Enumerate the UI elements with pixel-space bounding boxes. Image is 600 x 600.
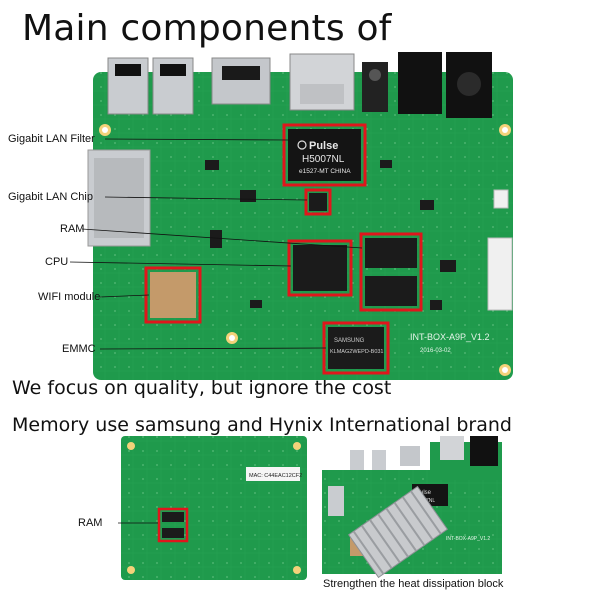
cpu-highlight bbox=[287, 239, 353, 297]
samsung-brand: SAMSUNG bbox=[334, 338, 365, 344]
hdmi-port bbox=[211, 57, 271, 105]
board-id: INT-BOX-A9P_V1.2 bbox=[410, 332, 490, 342]
label-cpu: CPU bbox=[45, 256, 69, 268]
heatsink bbox=[347, 485, 449, 579]
pulse-part: H5007NL bbox=[302, 154, 345, 165]
caption-heat-dissipation: Strengthen the heat dissipation block bbox=[323, 578, 504, 590]
label-back-ram: RAM bbox=[78, 517, 103, 529]
ram-chip-1 bbox=[365, 238, 417, 268]
lan-chip-highlight bbox=[304, 188, 332, 216]
mac-text: MAC: C44EAC12CF2 bbox=[249, 473, 302, 479]
power-jack bbox=[398, 52, 442, 114]
lan-filter-highlight bbox=[282, 123, 367, 187]
label-gigabit-lan-filter: Gigabit LAN Filter bbox=[8, 133, 95, 145]
lan-chip bbox=[309, 193, 327, 211]
ram-chip-2 bbox=[365, 276, 417, 306]
label-ram: RAM bbox=[60, 223, 85, 235]
label-emmc: EMMC bbox=[62, 343, 96, 355]
wifi-module bbox=[150, 272, 196, 318]
heatsink-board: Pulse H5007NL INT-BOX-A9P_V1.2 bbox=[322, 436, 502, 579]
label-wifi-module: WIFI module bbox=[38, 291, 101, 303]
pulse-brand: Pulse bbox=[309, 140, 338, 152]
board-date: 2016-03-02 bbox=[420, 348, 451, 354]
caption-quality: We focus on quality, but ignore the cost bbox=[12, 377, 392, 399]
cpu-chip bbox=[293, 245, 347, 291]
pulse-origin: e1527-MT CHINA bbox=[299, 168, 351, 175]
ram-highlight bbox=[359, 232, 423, 312]
emmc-chip bbox=[328, 327, 384, 369]
callout-lines bbox=[69, 138, 363, 350]
caption-memory: Memory use samsung and Hynix Internation… bbox=[12, 414, 512, 436]
back-board: MAC: C44EAC12CF2 bbox=[118, 436, 307, 580]
lan-filter-chip bbox=[288, 129, 361, 181]
back-ram-highlight bbox=[157, 507, 189, 543]
page-title: Main components of bbox=[22, 8, 392, 49]
small-board-id: INT-BOX-A9P_V1.2 bbox=[446, 536, 490, 542]
label-gigabit-lan-chip: Gigabit LAN Chip bbox=[8, 191, 93, 203]
samsung-part: KLMAG2WEPD-B031 bbox=[330, 349, 384, 355]
mac-sticker bbox=[246, 467, 300, 481]
small-pulse-brand: Pulse bbox=[416, 490, 432, 496]
gpio-header bbox=[487, 237, 513, 311]
main-board: Pulse H5007NL e1527-MT CHINA SAMSUNG KLM… bbox=[87, 52, 513, 380]
